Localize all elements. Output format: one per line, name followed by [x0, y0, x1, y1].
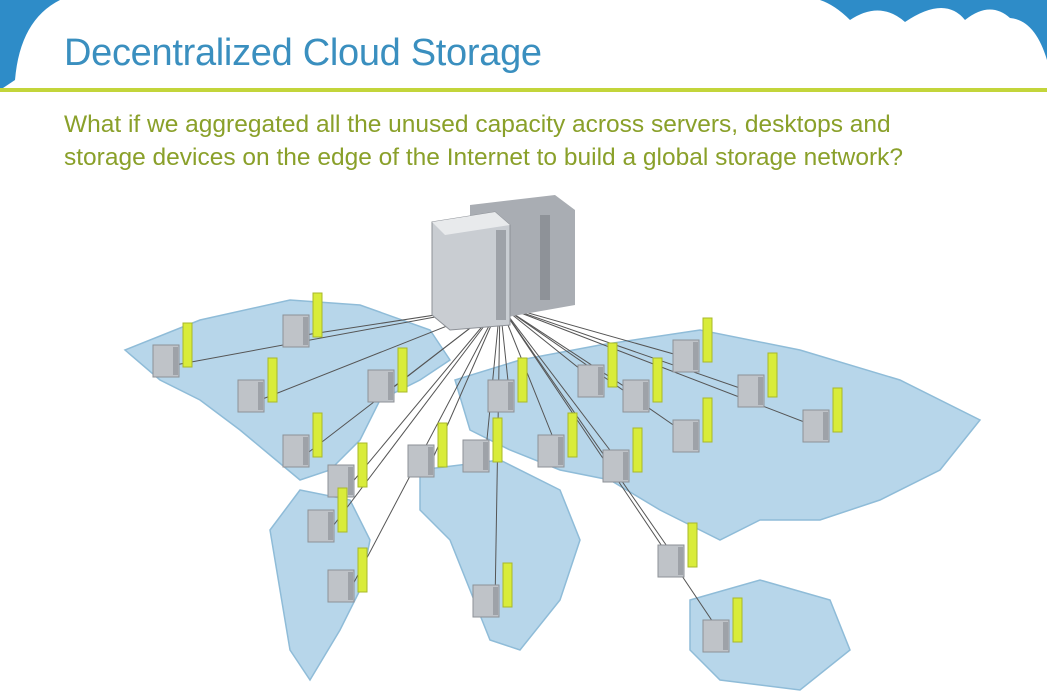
- server-label-tag: [517, 357, 528, 403]
- slide-subtitle: What if we aggregated all the unused cap…: [64, 111, 904, 171]
- server-label-tag: [732, 597, 743, 643]
- server-label-tag: [687, 522, 698, 568]
- server-label-tag: [337, 487, 348, 533]
- server-icon: [537, 412, 578, 468]
- server-label-tag: [607, 342, 618, 388]
- connection-line: [329, 304, 501, 531]
- server-label-tag: [502, 562, 513, 608]
- slide-title: Decentralized Cloud Storage: [64, 32, 542, 74]
- server-icon: [657, 522, 698, 578]
- cloud-border: [0, 0, 1047, 90]
- server-icon: [237, 357, 278, 413]
- server-icon: [702, 597, 743, 653]
- connection-line: [499, 304, 761, 396]
- server-icon: [672, 317, 713, 373]
- server-label-tag: [312, 412, 323, 458]
- connection-line: [499, 304, 561, 456]
- server-label-tag: [182, 322, 193, 368]
- server-icon: [282, 292, 323, 348]
- server-label-tag: [702, 397, 713, 443]
- server-icon: [152, 322, 193, 378]
- connection-line: [349, 304, 501, 486]
- server-icon: [472, 562, 513, 618]
- server-icon: [307, 487, 348, 543]
- server-label-tag: [437, 422, 448, 468]
- server-label-tag: [832, 387, 843, 433]
- central-server-icon: [431, 195, 575, 331]
- server-label-tag: [397, 347, 408, 393]
- server-icon: [327, 547, 368, 603]
- server-icon: [367, 347, 408, 403]
- edge-servers: [152, 292, 843, 653]
- connection-line: [499, 304, 626, 471]
- server-icon: [737, 352, 778, 408]
- server-label-tag: [357, 547, 368, 593]
- connection-line: [499, 304, 681, 566]
- server-label-tag: [492, 417, 503, 463]
- server-icon: [672, 397, 713, 453]
- server-icon: [602, 427, 643, 483]
- server-icon: [622, 357, 663, 413]
- server-icon: [802, 387, 843, 443]
- server-icon: [487, 357, 528, 413]
- server-label-tag: [357, 442, 368, 488]
- server-label-tag: [652, 357, 663, 403]
- server-label-tag: [312, 292, 323, 338]
- connection-line: [499, 304, 696, 361]
- server-label-tag: [267, 357, 278, 403]
- server-icon: [282, 412, 323, 468]
- connection-line: [499, 304, 646, 401]
- server-label-tag: [632, 427, 643, 473]
- world-map: [123, 299, 982, 691]
- server-icon: [577, 342, 618, 398]
- server-label-tag: [767, 352, 778, 398]
- title-divider: [0, 88, 1047, 92]
- server-icon: [407, 422, 448, 478]
- server-label-tag: [702, 317, 713, 363]
- server-label-tag: [567, 412, 578, 458]
- server-icon: [462, 417, 503, 473]
